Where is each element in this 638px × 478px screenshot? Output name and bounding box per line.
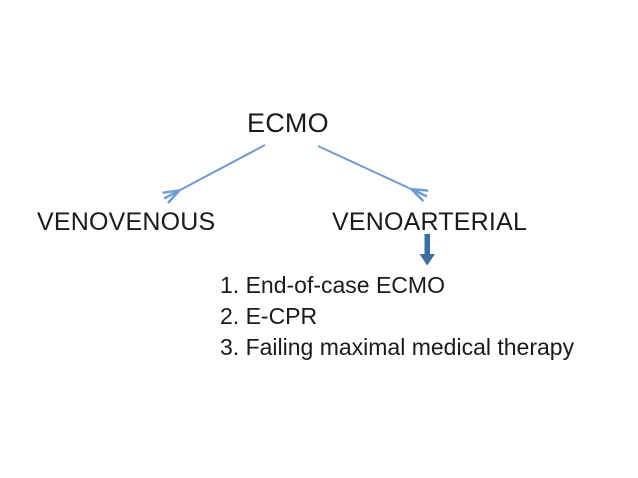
list-item: 2. E-CPR [220,303,318,329]
arrow-venoarterial-to-indications [419,234,435,266]
node-venoarterial: VENOARTERIAL [332,208,528,236]
list-item: 3. Failing maximal medical therapy [220,334,575,360]
node-venovenous: VENOVENOUS [37,208,216,236]
arrow-to-venovenous [167,144,266,197]
arrow-to-venoarterial [317,145,424,195]
list-item: 1. End-of-case ECMO [220,272,445,298]
venoarterial-indications-list: 1. End-of-case ECMO 2. E-CPR 3. Failing … [220,270,574,363]
node-ecmo-root: ECMO [247,108,329,138]
